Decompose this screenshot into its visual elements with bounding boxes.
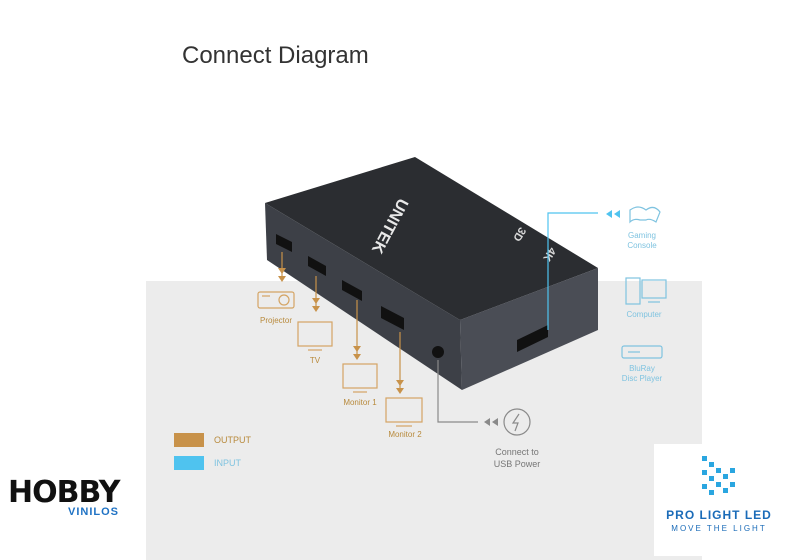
output-port-3 <box>342 280 362 301</box>
tv-icon <box>297 321 333 351</box>
legend-output-swatch <box>174 433 204 447</box>
prolight-tagline: MOVE THE LIGHT <box>671 524 767 533</box>
tv-label: TV <box>309 356 321 365</box>
input-line <box>547 212 598 330</box>
bluray-player-icon <box>621 345 663 359</box>
pixel-mark-icon <box>702 456 735 495</box>
hobby-vinilos-logo: HOBBY VINILOS <box>8 475 138 519</box>
legend-output-label: OUTPUT <box>214 435 251 445</box>
legend-output: OUTPUT <box>174 433 251 447</box>
power-arrows <box>484 418 498 426</box>
gamepad-icon <box>629 206 661 224</box>
monitor-1-icon <box>342 363 378 393</box>
usb-power-label: Connect to USB Power <box>493 447 541 469</box>
output-port-1 <box>276 234 292 252</box>
hdmi-splitter-device: UNITEK 3D 4K <box>265 157 598 390</box>
legend-input-swatch <box>174 456 204 470</box>
monitor-2-label: Monitor 2 <box>388 430 422 439</box>
legend-input: INPUT <box>174 456 241 470</box>
output-port-2 <box>308 256 326 276</box>
prolight-logo-text: PRO LIGHT LED <box>666 508 772 522</box>
projector-label: Projector <box>259 316 292 325</box>
monitor-2-icon <box>385 397 423 427</box>
input-arrows <box>606 210 620 218</box>
diagram-title: Connect Diagram <box>182 42 369 69</box>
pro-light-led-logo: PRO LIGHT LED MOVE THE LIGHT <box>654 444 784 556</box>
output-arrows <box>278 268 404 394</box>
output-port-4 <box>381 306 404 330</box>
power-port <box>432 346 444 358</box>
projector-icon <box>257 291 295 309</box>
computer-icon <box>625 277 667 305</box>
hobby-logo-text: HOBBY <box>8 475 120 510</box>
input-port <box>517 325 548 352</box>
monitor-1-label: Monitor 1 <box>343 398 377 407</box>
legend-input-label: INPUT <box>214 458 241 468</box>
vinilos-logo-text: VINILOS <box>68 506 120 518</box>
usb-power-icon <box>503 408 531 436</box>
power-line <box>437 360 478 423</box>
bluray-label: BluRay Disc Player <box>621 364 663 383</box>
computer-label: Computer <box>626 310 662 319</box>
gaming-console-label: Gaming Console <box>627 231 657 250</box>
